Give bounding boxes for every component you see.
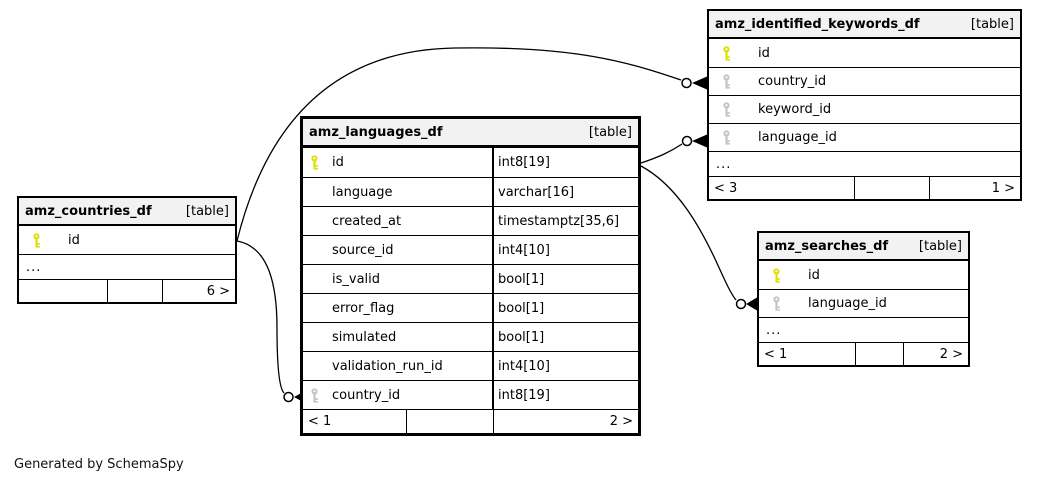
column-row-language: language varchar[16] xyxy=(303,177,638,206)
edge-countries-to-languages xyxy=(236,240,305,403)
column-name: id xyxy=(758,45,770,61)
primary-key-icon xyxy=(709,45,758,61)
column-name: created_at xyxy=(332,213,402,229)
table-title[interactable]: amz_searches_df xyxy=(765,238,889,254)
column-row-keyword-id: keyword_id xyxy=(709,95,1020,123)
footer-mid-count xyxy=(406,410,493,433)
edge-languages-to-keywords xyxy=(640,134,707,164)
column-name: language xyxy=(332,184,393,200)
column-name: language_id xyxy=(808,296,887,311)
column-row-source-id: source_id int4[10] xyxy=(303,235,638,264)
column-name: error_flag xyxy=(332,300,395,316)
footer-right-count: 1 > xyxy=(929,177,1020,199)
table-header: amz_countries_df [table] xyxy=(19,198,235,226)
edge-crow-arrow xyxy=(692,76,707,90)
table-header: amz_languages_df [table] xyxy=(303,119,638,148)
table-footer: 6 > xyxy=(19,279,235,302)
column-row-country-id: country_id int8[19] xyxy=(303,380,638,409)
generator-credit: Generated by SchemaSpy xyxy=(14,457,184,472)
table-title[interactable]: amz_languages_df xyxy=(309,124,443,140)
column-row-error-flag: error_flag bool[1] xyxy=(303,293,638,322)
ellipsis-row: ... xyxy=(759,317,968,342)
table-type-badge: [table] xyxy=(588,124,632,140)
column-row-language-id: language_id xyxy=(709,123,1020,151)
footer-right-count: 2 > xyxy=(493,410,638,433)
footer-left-count: < 1 xyxy=(764,346,788,362)
column-type: int8[19] xyxy=(492,381,638,409)
foreign-key-icon xyxy=(709,102,758,117)
edge-countries-to-keywords xyxy=(236,47,707,242)
footer-mid-count xyxy=(854,177,929,199)
footer-left-count xyxy=(19,280,107,302)
table-header: amz_searches_df [table] xyxy=(759,233,968,261)
edge-zero-marker xyxy=(283,391,294,403)
foreign-key-icon xyxy=(759,296,808,311)
column-row-created-at: created_at timestamptz[35,6] xyxy=(303,206,638,235)
column-name: id xyxy=(808,267,820,283)
column-row-id: id xyxy=(709,39,1020,67)
table-title[interactable]: amz_countries_df xyxy=(25,203,152,219)
column-row-id: id int8[19] xyxy=(303,148,638,177)
column-name: keyword_id xyxy=(758,102,832,117)
column-type: int4[10] xyxy=(492,352,638,380)
edge-crow-arrow xyxy=(746,297,757,311)
entity-table-amz-identified-keywords-df[interactable]: amz_identified_keywords_df [table] id co… xyxy=(707,9,1022,201)
column-name: source_id xyxy=(332,242,394,258)
column-name: simulated xyxy=(332,329,397,345)
column-name: id xyxy=(68,232,80,248)
column-row-is-valid: is_valid bool[1] xyxy=(303,264,638,293)
column-row-simulated: simulated bool[1] xyxy=(303,322,638,351)
entity-table-amz-countries-df[interactable]: amz_countries_df [table] id ... 6 > xyxy=(17,196,237,304)
table-footer: < 3 1 > xyxy=(709,176,1020,199)
column-row-id: id xyxy=(19,226,235,254)
column-type: bool[1] xyxy=(492,265,638,293)
table-type-badge: [table] xyxy=(918,238,962,254)
column-row-validation-run-id: validation_run_id int4[10] xyxy=(303,351,638,380)
column-type: timestamptz[35,6] xyxy=(492,207,638,235)
edge-zero-marker xyxy=(735,298,747,310)
column-name: country_id xyxy=(332,387,401,403)
column-type: bool[1] xyxy=(492,294,638,322)
edge-zero-marker xyxy=(681,135,693,147)
footer-mid-count xyxy=(107,280,162,302)
footer-mid-count xyxy=(855,343,903,365)
column-name: country_id xyxy=(758,74,827,89)
column-row-country-id: country_id xyxy=(709,67,1020,95)
foreign-key-icon xyxy=(709,130,758,145)
entity-table-amz-languages-df[interactable]: amz_languages_df [table] id int8[19] lan… xyxy=(300,116,641,436)
column-type: int8[19] xyxy=(492,148,638,177)
column-type: varchar[16] xyxy=(492,178,638,206)
table-title[interactable]: amz_identified_keywords_df xyxy=(715,16,920,32)
table-header: amz_identified_keywords_df [table] xyxy=(709,11,1020,39)
table-type-badge: [table] xyxy=(970,16,1014,32)
footer-right-count: 2 > xyxy=(903,343,968,365)
column-name: id xyxy=(332,155,344,170)
foreign-key-icon xyxy=(303,387,332,403)
ellipsis-row: ... xyxy=(709,151,1020,176)
column-name: language_id xyxy=(758,130,837,145)
table-footer: < 1 2 > xyxy=(759,342,968,365)
footer-left-count: < 1 xyxy=(308,414,332,429)
primary-key-icon xyxy=(759,267,808,283)
column-row-id: id xyxy=(759,261,968,289)
entity-table-amz-searches-df[interactable]: amz_searches_df [table] id language_id .… xyxy=(757,231,970,367)
footer-right-count: 6 > xyxy=(162,280,235,302)
column-type: bool[1] xyxy=(492,323,638,351)
footer-left-count: < 3 xyxy=(714,180,738,196)
edge-zero-marker xyxy=(681,77,692,89)
column-name: is_valid xyxy=(332,271,381,287)
ellipsis-row: ... xyxy=(19,254,235,279)
column-type: int4[10] xyxy=(492,236,638,264)
edge-languages-to-searches xyxy=(640,165,757,311)
table-type-badge: [table] xyxy=(185,203,229,219)
table-footer: < 1 2 > xyxy=(303,409,638,433)
edge-crow-arrow xyxy=(692,134,707,148)
primary-key-icon xyxy=(303,155,332,170)
foreign-key-icon xyxy=(709,74,758,89)
primary-key-icon xyxy=(19,232,68,248)
column-row-language-id: language_id xyxy=(759,289,968,317)
column-name: validation_run_id xyxy=(332,358,443,374)
